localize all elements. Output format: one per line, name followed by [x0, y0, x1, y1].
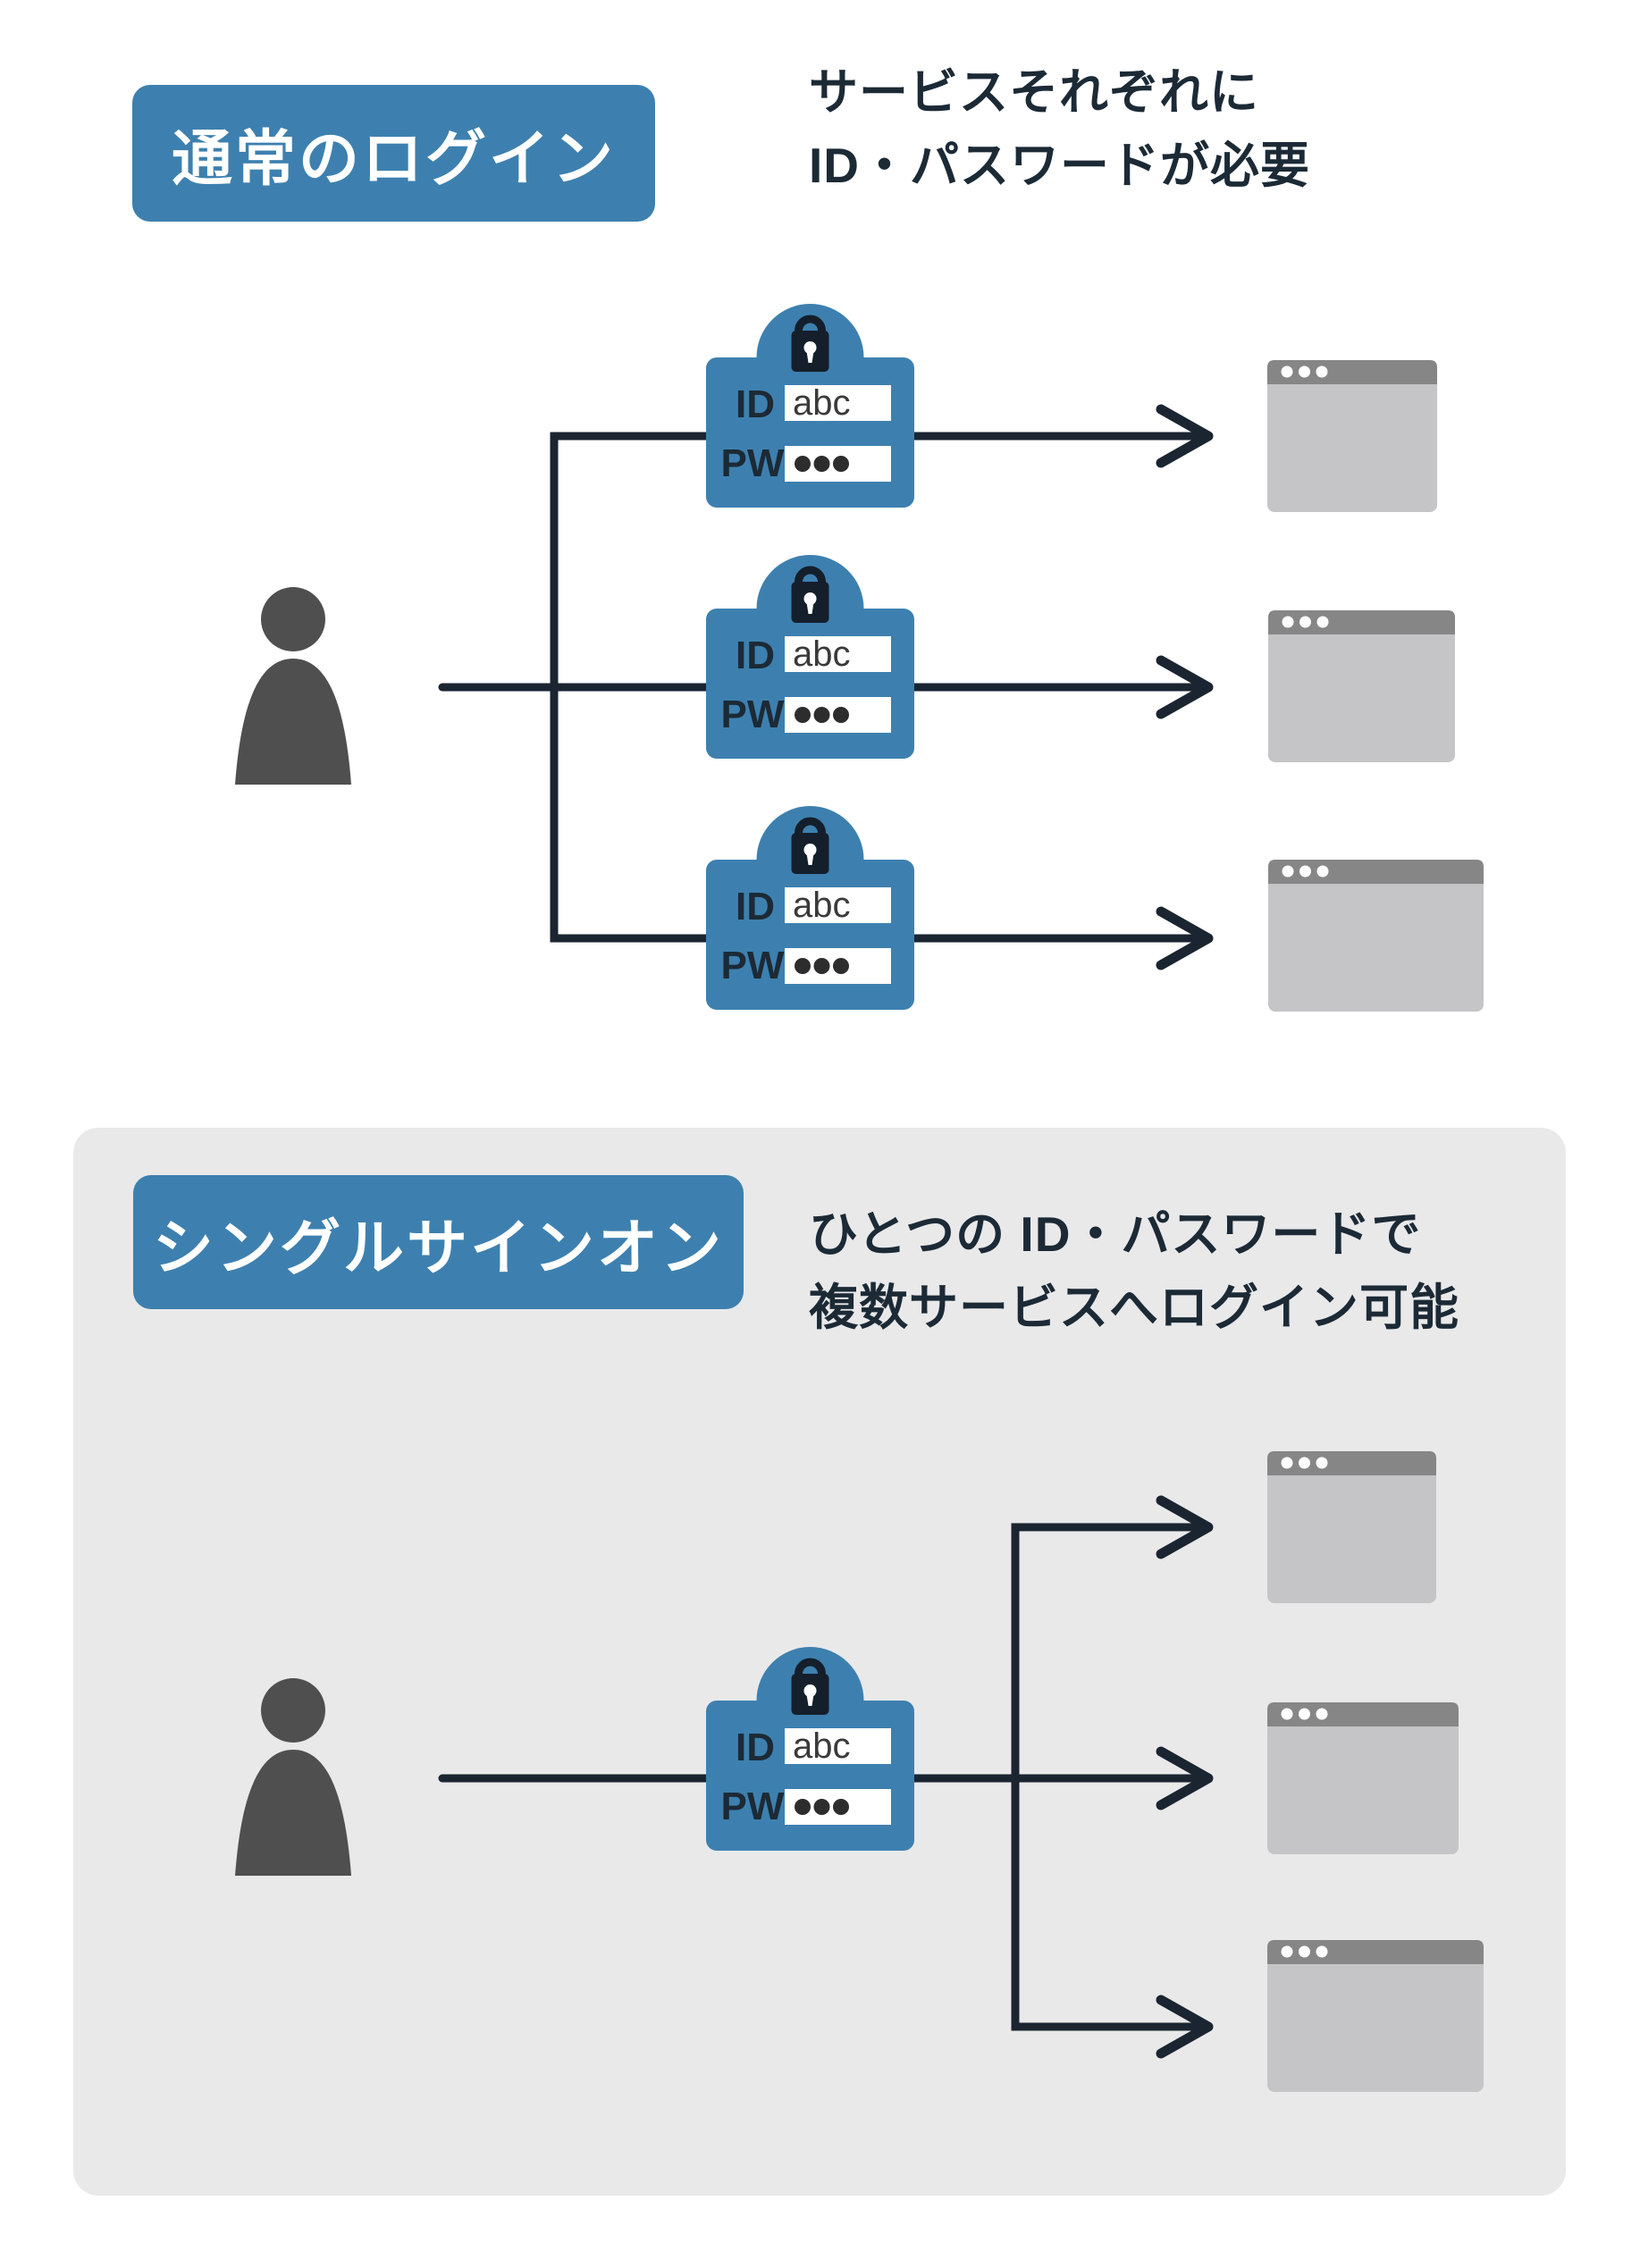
sso-badge: シングルサインオン	[133, 1175, 744, 1309]
credential-card-3	[706, 806, 914, 1010]
browser-window-icon	[1268, 860, 1484, 1012]
credential-card-sso	[706, 1647, 914, 1851]
normal-login-badge: 通常のログイン	[132, 85, 655, 222]
normal-login-badge-label: 通常のログイン	[171, 125, 616, 193]
sso-badge-label: シングルサインオン	[152, 1214, 724, 1282]
sso-caption: ひとつの ID・パスワードで 複数サービスへログイン可能	[809, 1197, 1459, 1344]
person-icon	[235, 587, 351, 785]
sso-branch-connector	[1011, 1523, 1201, 2031]
sso-caption-line1: ひとつの ID・パスワードで	[809, 1206, 1422, 1262]
normal-login-caption-line2: ID・パスワードが必要	[809, 138, 1311, 193]
normal-login-caption-line1: サービスそれぞれに	[809, 64, 1260, 120]
browser-window-icon	[1267, 1702, 1459, 1854]
credential-card-1	[706, 304, 914, 508]
normal-login-caption: サービスそれぞれに ID・パスワードが必要	[809, 55, 1310, 202]
browser-window-icon	[1267, 1940, 1484, 2092]
browser-window-icon	[1267, 360, 1437, 512]
person-icon	[235, 1678, 351, 1876]
sso-caption-line2: 複数サービスへログイン可能	[809, 1280, 1460, 1335]
browser-window-icon	[1268, 610, 1455, 762]
browser-window-icon	[1267, 1451, 1436, 1603]
credential-card-2	[706, 555, 914, 759]
